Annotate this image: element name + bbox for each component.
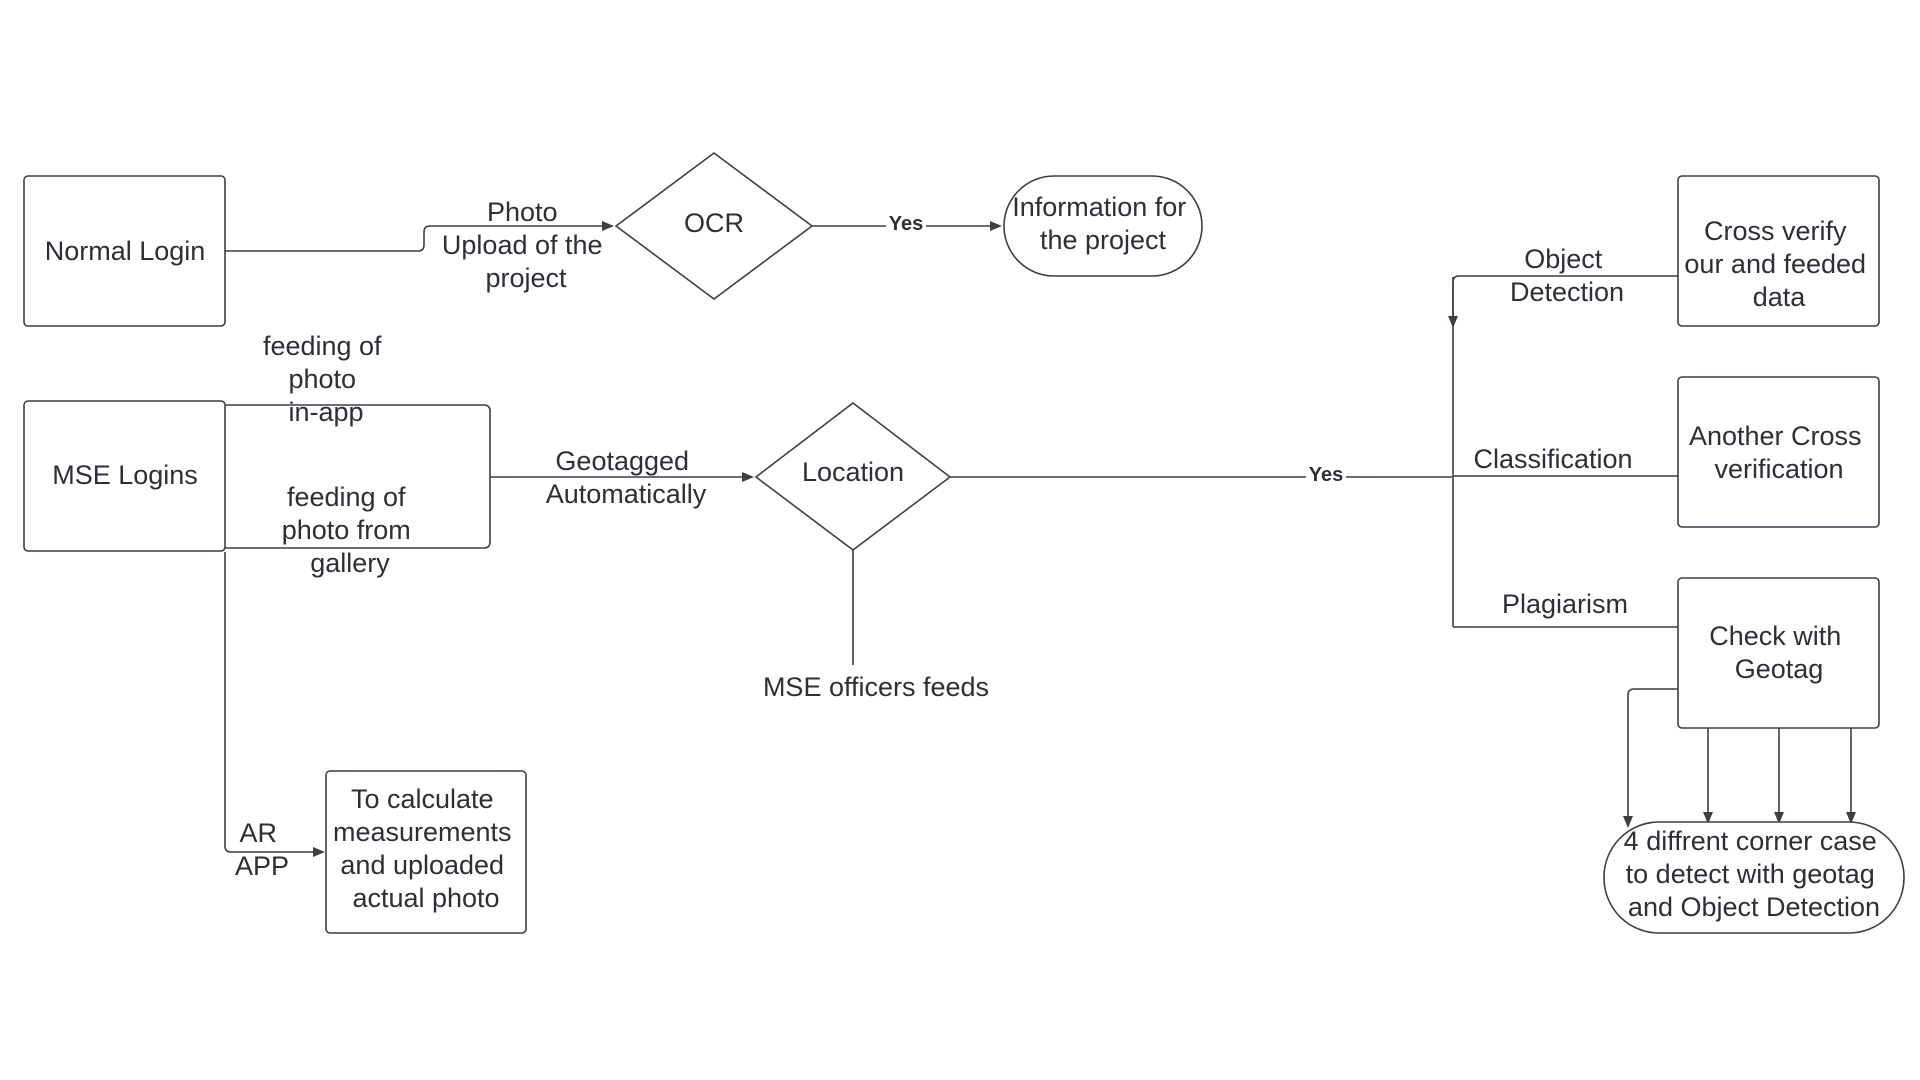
label-feeding-gallery-line-3: gallery [310,548,390,578]
node-check-geotag-line-1: Check with [1709,621,1841,651]
edge-mse-gallery [225,477,491,549]
label-plagiarism: Plagiarism [1502,589,1628,619]
label-ar-app-line-1: AR [239,818,277,848]
node-mse-logins: MSE Logins [23,400,226,552]
node-corner-case-line-1: 4 diffrent corner case [1624,826,1877,856]
node-ocr-text: OCR [684,208,744,238]
node-ar-result-line-3: and uploaded [340,850,504,880]
edge-geotag-corner-1 [1623,688,1678,828]
node-location: Location [754,401,952,552]
label-mse-officers: MSE officers feeds [763,672,989,702]
node-location-line: Location [802,457,904,487]
node-normal-login-text: Normal Login [45,236,206,266]
label-feeding-gallery-line-2: photo from [282,515,411,545]
label-geotagged: Geotagged Automatically [546,446,707,509]
node-info-project: Information for the project [1003,175,1203,277]
label-feeding-in-app-line-1: feeding of [263,331,382,361]
label-classification: Classification [1473,444,1632,474]
node-ar-result-line-4: actual photo [352,883,499,913]
node-another-cross-line-1: Another Cross [1689,421,1862,451]
label-ocr-yes: Yes [889,213,923,235]
node-info-project-text: Information for the project [1012,192,1194,255]
label-feeding-in-app-line-3: in-app [288,397,363,427]
label-location-yes-bg [1306,463,1346,489]
node-cross-verify-line-3: data [1753,282,1807,312]
node-ocr-line: OCR [684,208,744,238]
label-object-detection-line-1: Object [1524,244,1603,274]
label-object-detection-line-2: Detection [1510,277,1624,307]
node-corner-case-line-3: and Object Detection [1628,892,1880,922]
node-normal-login-line: Normal Login [45,236,206,266]
node-check-geotag-line-2: Geotag [1735,654,1824,684]
label-geotagged-line-1: Geotagged [555,446,689,476]
node-ar-result: To calculate measurements and uploaded a… [325,770,527,934]
node-mse-logins-line: MSE Logins [52,460,198,490]
label-photo-upload-line-3: project [485,263,567,293]
label-photo-upload-line-1: Photo [487,197,558,227]
label-ar-app-line-2: APP [235,851,289,881]
node-another-cross-line-2: verification [1714,454,1843,484]
node-cross-verify-line-2: our and feeded [1684,249,1866,279]
node-corner-case-text: 4 diffrent corner case to detect with ge… [1624,826,1885,922]
node-corner-case-line-2: to detect with geotag [1626,859,1875,889]
node-check-geotag: Check with Geotag [1677,577,1880,729]
node-info-project-line-2: the project [1040,225,1167,255]
edge-normal-login-to-ocr [225,221,614,252]
node-mse-logins-text: MSE Logins [52,460,198,490]
node-location-text: Location [802,457,904,487]
node-normal-login: Normal Login [23,175,226,327]
node-corner-case: 4 diffrent corner case to detect with ge… [1603,821,1905,934]
label-geotagged-line-2: Automatically [546,479,707,509]
node-check-geotag-text: Check with Geotag [1709,621,1849,684]
node-cross-verify-line-1: Cross verify [1704,216,1847,246]
edge-mse-in-app [225,404,491,477]
node-ar-result-line-1: To calculate [351,784,494,814]
node-cross-verify-text: Cross verify our and feeded data [1684,216,1873,312]
label-feeding-in-app-line-2: photo [288,364,356,394]
label-location-yes: Yes [1309,464,1343,486]
label-photo-upload-line-2: Upload of the [442,230,603,260]
label-ocr-yes-bg [886,212,926,238]
label-feeding-gallery-line-1: feeding of [287,482,406,512]
edge-cross-verify-to-trunk [1448,275,1678,328]
node-ocr: OCR [614,152,814,300]
label-ar-app: AR APP [235,818,289,881]
label-feeding-gallery: feeding of photo from gallery [282,482,419,578]
label-photo-upload: Photo Upload of the project [442,197,610,293]
node-ar-result-text: To calculate measurements and uploaded a… [333,784,519,913]
node-another-cross-text: Another Cross verification [1689,421,1869,484]
label-feeding-in-app: feeding of photo in-app [263,331,389,427]
edge-mse-to-ar [224,552,325,857]
node-info-project-line-1: Information for [1012,192,1186,222]
node-cross-verify: Cross verify our and feeded data [1677,175,1880,327]
node-another-cross: Another Cross verification [1677,376,1880,528]
label-object-detection: Object Detection [1510,244,1624,307]
node-ar-result-line-2: measurements [333,817,512,847]
